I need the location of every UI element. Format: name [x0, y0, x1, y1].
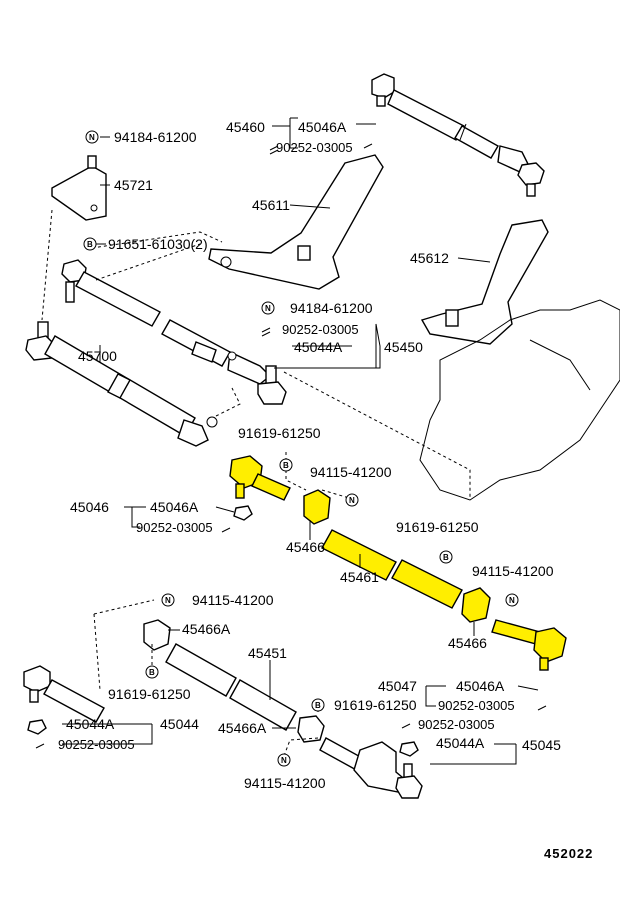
label-90252-c: 90252-03005: [438, 698, 515, 713]
label-45044A-mid: 45044A: [294, 339, 343, 355]
tie-rod-end-45047: [491, 619, 567, 671]
n-symbol-icon: N: [277, 753, 291, 767]
symbol-markers: N B N B N B N N B B N: [83, 130, 519, 767]
label-45466-b: 45466: [448, 635, 487, 651]
pitman-arm-45611: [208, 154, 384, 290]
svg-text:N: N: [265, 304, 271, 313]
label-90252-l: 90252-03005: [58, 737, 135, 752]
label-45047: 45047: [378, 678, 417, 694]
label-45466A-a: 45466A: [182, 621, 231, 637]
b-symbol-icon: B: [439, 550, 453, 564]
n-symbol-icon: N: [85, 130, 99, 144]
svg-text:B: B: [443, 553, 449, 562]
label-91619-a: 91619-61250: [238, 425, 321, 441]
diagram-code: 452022: [544, 846, 593, 861]
label-90252-r: 90252-03005: [418, 717, 495, 732]
label-94115-a: 94115-41200: [310, 464, 392, 480]
label-45466A-b: 45466A: [218, 720, 267, 736]
label-90252-top: 90252-03005: [276, 140, 353, 155]
label-45044A-l: 45044A: [66, 716, 115, 732]
tie-rod-end-45046: [229, 455, 291, 501]
label-45044: 45044: [160, 716, 199, 732]
n-symbol-icon: N: [505, 593, 519, 607]
leader-lines-labels: [62, 117, 539, 765]
svg-text:N: N: [509, 596, 515, 605]
label-45046A-b: 45046A: [150, 499, 199, 515]
label-45721: 45721: [114, 177, 153, 193]
steering-damper-45700: [25, 321, 218, 447]
label-94115-d: 94115-41200: [244, 775, 326, 791]
b-symbol-icon: B: [145, 665, 159, 679]
leader-lines-upper: [41, 209, 471, 501]
relay-rod-upper: [61, 259, 287, 405]
svg-text:N: N: [349, 496, 355, 505]
svg-text:N: N: [165, 596, 171, 605]
label-45046A-top: 45046A: [298, 119, 347, 135]
cotter-pin-icons: [35, 143, 547, 749]
svg-text:B: B: [149, 668, 155, 677]
label-91619-d: 91619-61250: [334, 697, 417, 713]
label-45450: 45450: [384, 339, 423, 355]
label-91651: 91651-61030(2): [108, 236, 208, 252]
svg-text:B: B: [283, 461, 289, 470]
b-symbol-icon: B: [279, 458, 293, 472]
svg-text:B: B: [315, 701, 321, 710]
label-90252-mid: 90252-03005: [282, 322, 359, 337]
lower-tie-rod-left: [23, 665, 105, 735]
label-45466-a: 45466: [286, 539, 325, 555]
nut-bolt-45046-mid: [233, 505, 253, 521]
label-45612: 45612: [410, 250, 449, 266]
label-94184-mid: 94184-61200: [290, 300, 373, 316]
tie-rod-assembly-45460: [371, 73, 545, 197]
n-symbol-icon: N: [161, 593, 175, 607]
label-45044A-r: 45044A: [436, 735, 485, 751]
adjusting-tube-45461: [321, 529, 463, 609]
label-45046A-c: 45046A: [456, 678, 505, 694]
b-symbol-icon: B: [83, 237, 97, 251]
frame-outline: [419, 299, 620, 501]
label-45461: 45461: [340, 569, 379, 585]
bracket-45721: [51, 155, 107, 221]
idler-arm-45612: [420, 219, 549, 345]
n-symbol-icon: N: [261, 301, 275, 315]
b-symbol-icon: B: [311, 698, 325, 712]
label-45700: 45700: [78, 348, 117, 364]
label-91619-c: 91619-61250: [108, 686, 191, 702]
label-45451: 45451: [248, 645, 287, 661]
label-94184-top: 94184-61200: [114, 129, 197, 145]
lower-tie-rod-right: [319, 737, 423, 799]
label-45460: 45460: [226, 119, 265, 135]
label-94115-c: 94115-41200: [192, 592, 274, 608]
clamp-45466-right: [461, 587, 491, 623]
label-45045: 45045: [522, 737, 561, 753]
label-45046: 45046: [70, 499, 109, 515]
n-symbol-icon: N: [345, 493, 359, 507]
part-labels: 94184-61200 45721 91651-61030(2) 45460 4…: [58, 119, 593, 861]
clamp-45466-left: [303, 489, 331, 525]
svg-text:N: N: [281, 756, 287, 765]
svg-text:N: N: [89, 133, 95, 142]
lower-tube-45451: [143, 619, 325, 743]
label-94115-b: 94115-41200: [472, 563, 554, 579]
label-91619-b: 91619-61250: [396, 519, 479, 535]
label-45611: 45611: [252, 197, 290, 213]
svg-text:B: B: [87, 240, 93, 249]
label-90252-b: 90252-03005: [136, 520, 213, 535]
